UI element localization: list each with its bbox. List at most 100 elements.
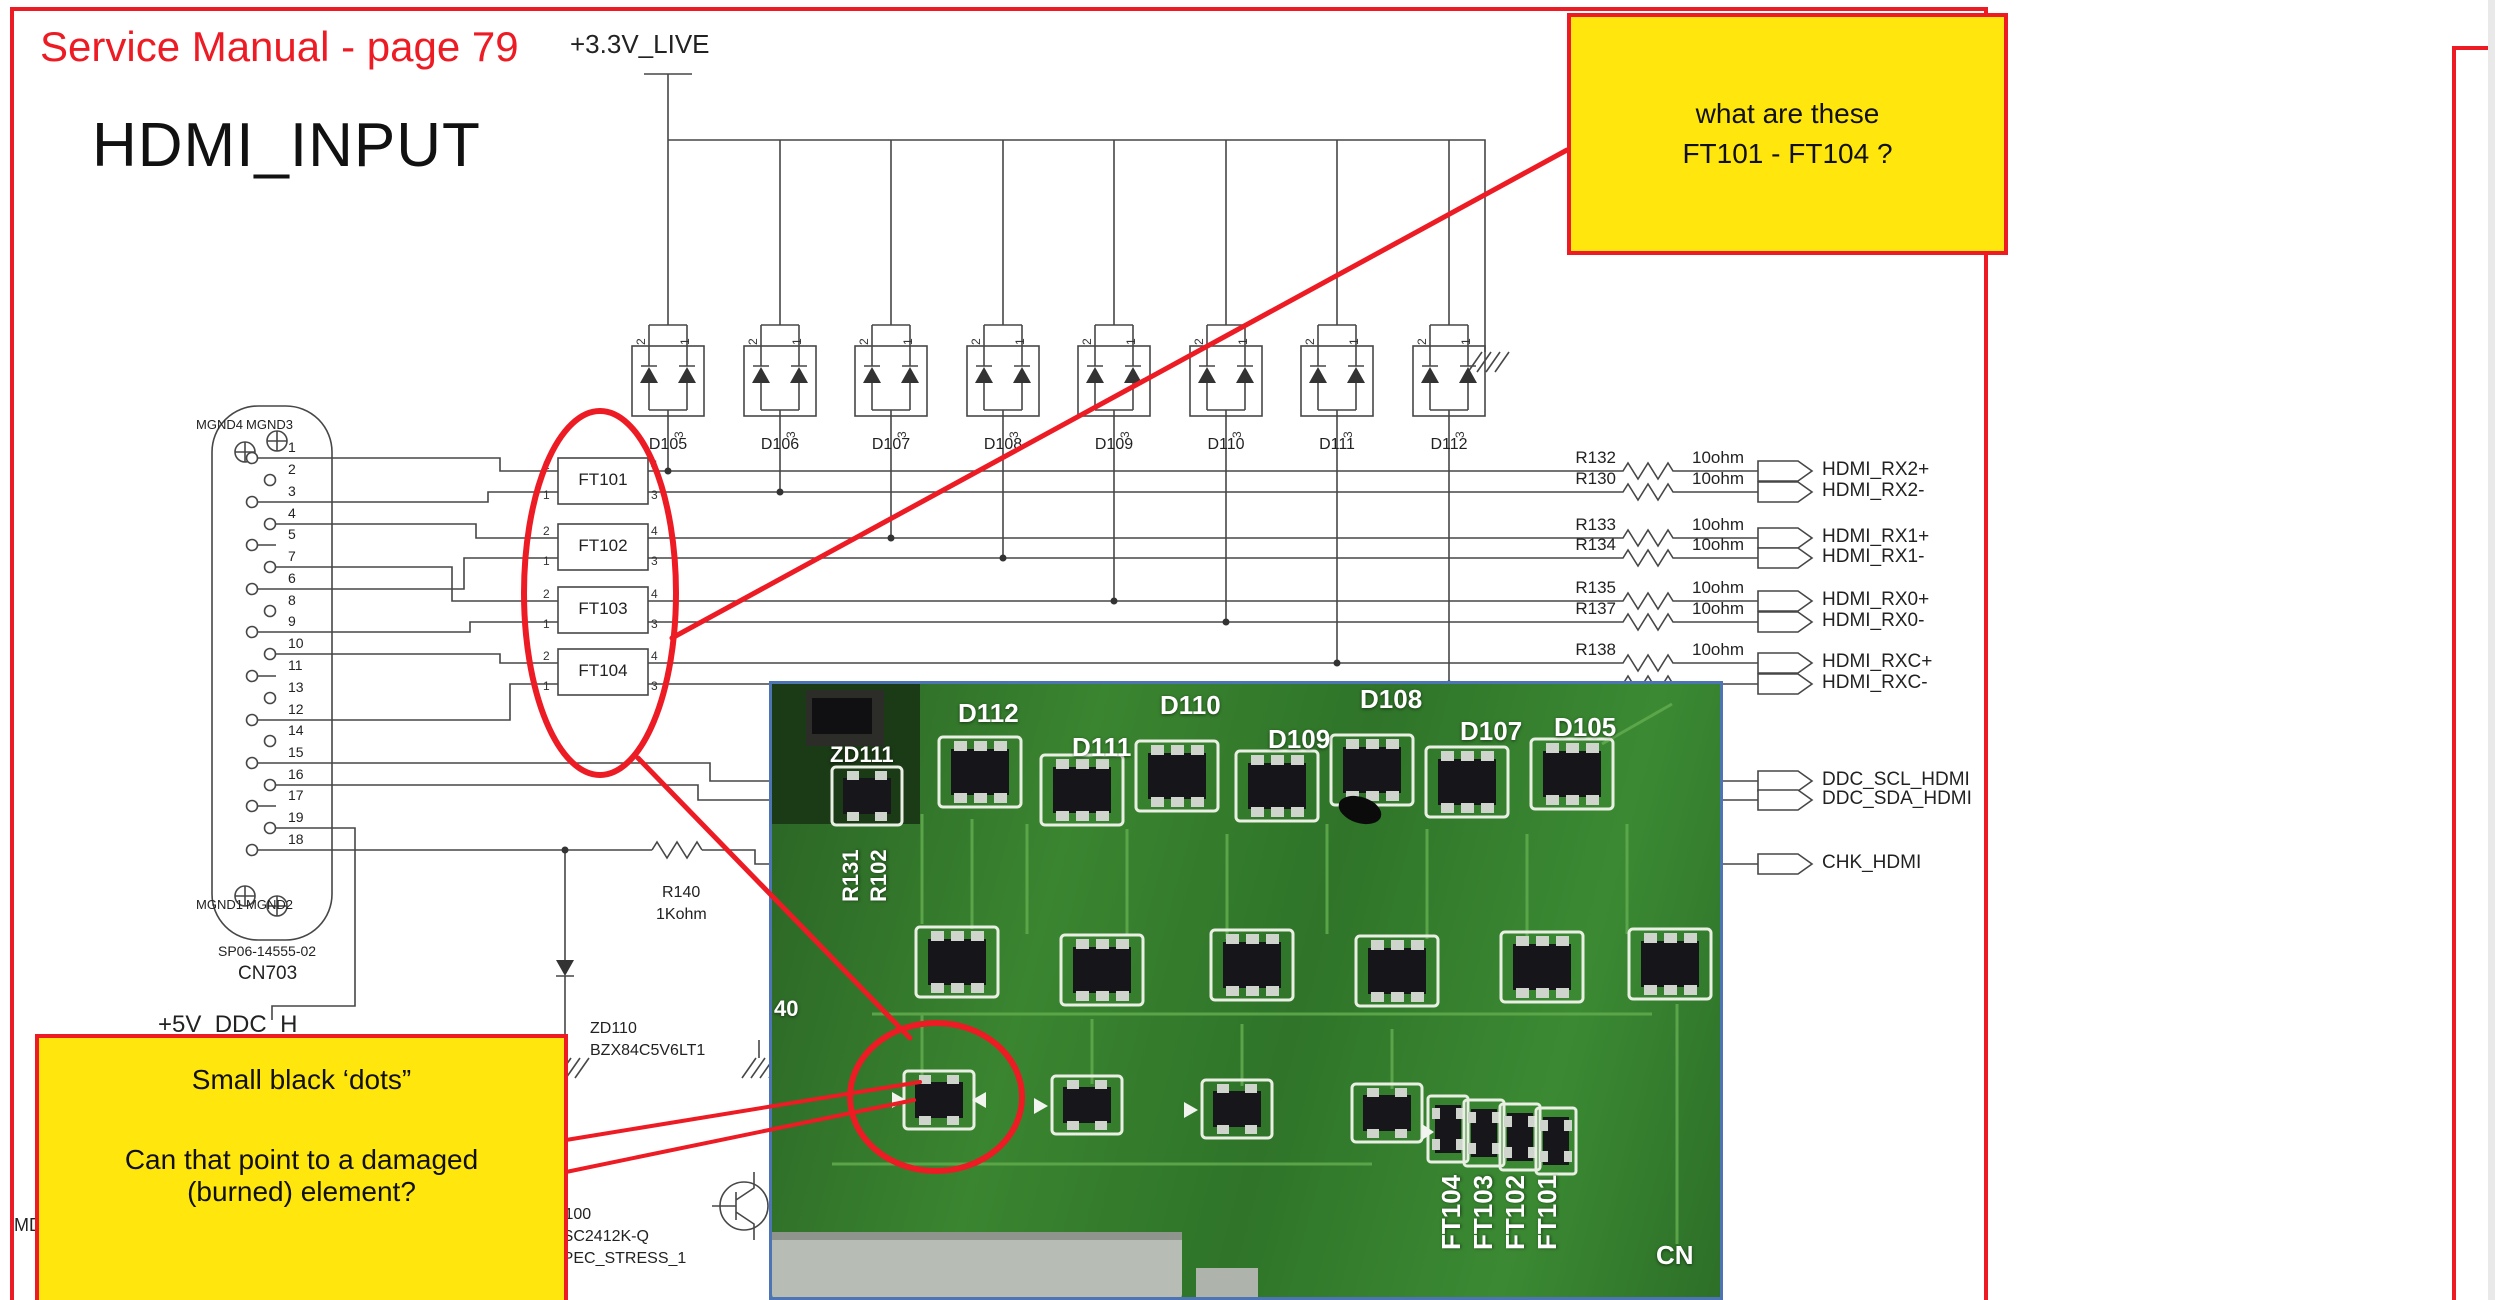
signal-label: HDMI_RX2- <box>1822 480 1925 501</box>
connector-pin-number: 15 <box>288 744 304 760</box>
zd110-value: BZX84C5V6LT1 <box>590 1042 706 1059</box>
pcb-label-d109: D109 <box>1268 724 1331 754</box>
page-title: Service Manual - page 79 <box>40 23 519 70</box>
signal-label: DDC_SDA_HDMI <box>1822 788 1972 809</box>
diode-pin: 3 <box>784 431 798 438</box>
connector-pin-number: 7 <box>288 548 296 564</box>
q100-value: PSC2412K-Q <box>552 1228 649 1245</box>
resistor-value: 10ohm <box>1692 448 1744 467</box>
pcb-label-d112: D112 <box>958 698 1019 728</box>
ft-pin: 4 <box>651 458 658 472</box>
diode-pin: 2 <box>1192 338 1206 345</box>
diode-pin: 2 <box>746 338 760 345</box>
power-rail-label: +3.3V_LIVE <box>570 29 710 59</box>
connector-pin-number: 12 <box>288 701 304 717</box>
schematic-title: HDMI_INPUT <box>92 111 481 180</box>
next-page-fragment <box>2452 46 2495 1300</box>
connector-gnd-label: MGND1 <box>196 897 243 912</box>
diode-pin: 2 <box>1415 338 1429 345</box>
connector-gnd-label: MGND3 <box>246 417 293 432</box>
pcb-label-d108: D108 <box>1360 684 1423 714</box>
ft-label: FT104 <box>578 661 628 680</box>
annotation-question-line2: FT101 - FT104 ? <box>1682 138 1893 169</box>
diode-pin: 2 <box>634 338 648 345</box>
pcb-photo: D112 D110 D108 D105 D111 D109 D107 ZD111… <box>769 681 1723 1300</box>
ft-pin: 3 <box>651 488 658 502</box>
annotation-question-line1: what are these <box>1695 98 1880 129</box>
connector-gnd-label: MGND2 <box>246 897 293 912</box>
connector-pin-number: 6 <box>288 570 296 586</box>
diode-ref: D109 <box>1094 436 1134 453</box>
ft-pin: 4 <box>651 649 658 663</box>
pcb-label-cn: CN <box>1656 1240 1694 1270</box>
diode-pin: 3 <box>1341 431 1355 438</box>
diode-pin: 3 <box>1118 431 1132 438</box>
diode-pin: 2 <box>1080 338 1094 345</box>
right-edge-strip <box>2488 0 2495 1300</box>
pcb-label-ft104: FT104 <box>1436 1174 1466 1250</box>
diode-ref: D108 <box>983 436 1023 453</box>
resistor-ref: R130 <box>1575 469 1616 488</box>
annotation-box-dots: Small black ‘dots” Can that point to a d… <box>35 1034 568 1300</box>
pcb-label-d107: D107 <box>1460 716 1523 746</box>
annotation-dots-line1: Small black ‘dots” <box>191 1064 412 1095</box>
r140-ref: R140 <box>662 884 701 901</box>
pcb-label-d111: D111 <box>1072 732 1132 762</box>
diode-pin: 1 <box>1124 338 1138 345</box>
diode-pin: 3 <box>1230 431 1244 438</box>
ft-pin: 3 <box>651 554 658 568</box>
connector-pin-number: 19 <box>288 809 304 825</box>
ft-pin: 2 <box>543 458 550 472</box>
resistor-ref: R138 <box>1575 640 1616 659</box>
ft-pin: 1 <box>543 617 550 631</box>
resistor-value: 10ohm <box>1692 640 1744 659</box>
connector-pin-number: 1 <box>288 439 296 455</box>
manual-page-border <box>10 7 1988 1300</box>
resistor-ref: R137 <box>1575 599 1616 618</box>
ft-pin: 4 <box>651 587 658 601</box>
v5-ddc-label: +5V_DDC_H <box>158 1011 298 1038</box>
diode-ref: D112 <box>1430 436 1468 453</box>
diode-pin: 3 <box>895 431 909 438</box>
connector-pin-number: 5 <box>288 526 296 542</box>
diode-pin: 2 <box>1303 338 1317 345</box>
resistor-value: 10ohm <box>1692 599 1744 618</box>
resistor-value: 10ohm <box>1692 515 1744 534</box>
pcb-label-edge: 40 <box>774 996 799 1021</box>
diode-pin: 3 <box>1453 431 1467 438</box>
diode-pin: 1 <box>1013 338 1027 345</box>
pcb-label-ft103: FT103 <box>1468 1174 1498 1250</box>
diode-pin: 1 <box>678 338 692 345</box>
connector-gnd-label: MGND4 <box>196 417 243 432</box>
diode-ref: D107 <box>871 436 911 453</box>
resistor-value: 10ohm <box>1692 578 1744 597</box>
diode-pin: 1 <box>1347 338 1361 345</box>
diode-pin: 1 <box>790 338 804 345</box>
ft-pin: 2 <box>543 649 550 663</box>
diode-pin: 3 <box>1007 431 1021 438</box>
resistor-value: 10ohm <box>1692 535 1744 554</box>
pcb-label-ft101: FT101 <box>1532 1174 1562 1250</box>
connector-pin-number: 17 <box>288 787 304 803</box>
ft-pin: 3 <box>651 617 658 631</box>
resistor-ref: R132 <box>1575 448 1616 467</box>
signal-label: HDMI_RX2+ <box>1822 459 1930 480</box>
diode-pin: 1 <box>1236 338 1250 345</box>
diode-pin: 1 <box>901 338 915 345</box>
signal-label: CHK_HDMI <box>1822 852 1922 873</box>
power-rail-lines <box>644 73 1486 352</box>
connector-pin-number: 13 <box>288 679 304 695</box>
r140-value: 1Kohm <box>656 906 707 923</box>
diode-pin: 2 <box>857 338 871 345</box>
resistor-ref: R133 <box>1575 515 1616 534</box>
annotation-box-question: what are these FT101 - FT104 ? <box>1567 13 2008 255</box>
annotation-dots-line2: Can that point to a damaged <box>124 1144 479 1175</box>
connector-pin-number: 16 <box>288 766 304 782</box>
connector-pins <box>245 451 277 857</box>
connector-pin-number: 4 <box>288 505 296 521</box>
pcb-art <box>772 684 1713 1297</box>
diode-ref: D106 <box>760 436 800 453</box>
annotation-dots-line3: (burned) element? <box>187 1176 416 1207</box>
resistor-ref: R135 <box>1575 578 1616 597</box>
connector-pin-number: 2 <box>288 461 296 477</box>
